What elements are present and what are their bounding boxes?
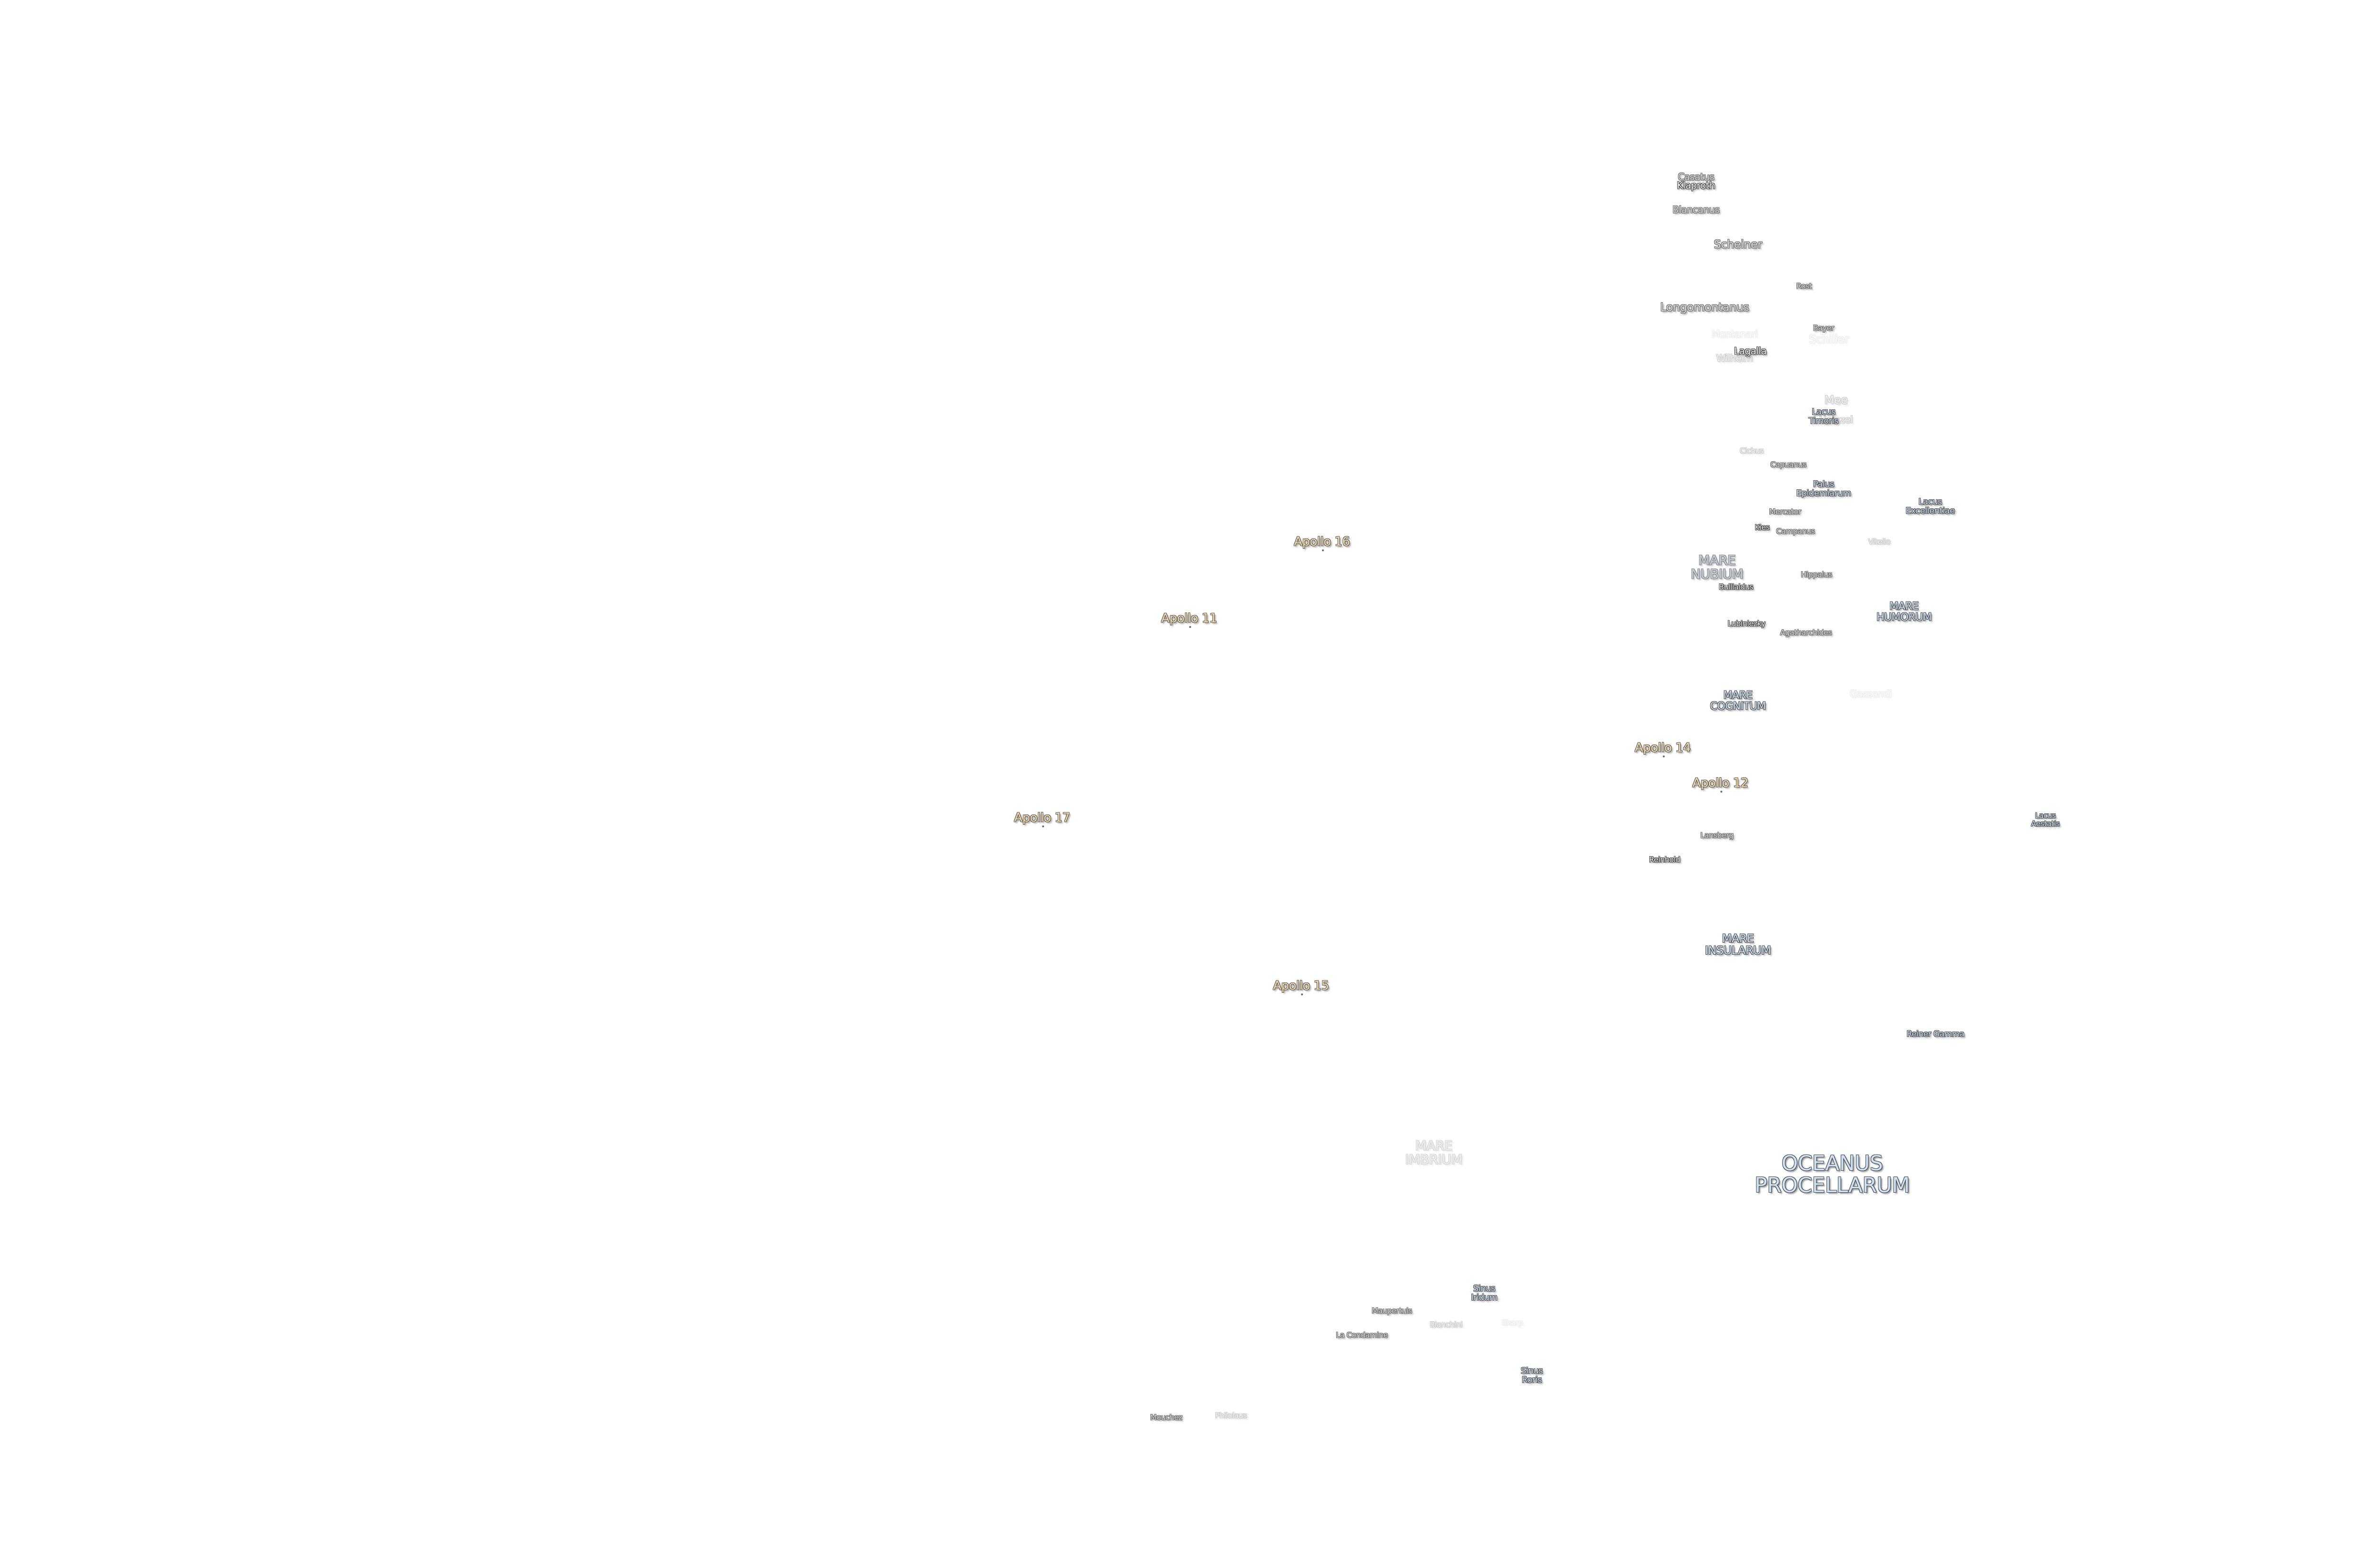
label-vitello: Vitello (1868, 537, 1891, 546)
label-kies: Kies (1755, 523, 1770, 532)
label-bayer: Bayer (1813, 323, 1835, 333)
label-mare-insularum: MARE INSULARUM (1705, 931, 1771, 957)
landing-site-apollo-11: Apollo 11 (1161, 611, 1217, 629)
label-sharp: Sharp (1501, 1318, 1523, 1327)
label-heinzel: Heinzel (1819, 414, 1853, 425)
label-capuanus: Capuanus (1770, 460, 1806, 469)
landing-site-apollo-16: Apollo 16 (1294, 534, 1350, 552)
label-klaproth: Klaproth (1676, 179, 1716, 191)
label-scheiner: Scheiner (1714, 237, 1762, 251)
label-lacus-excellentiae: Lacus Excellentiae (1905, 497, 1955, 516)
label-hippalus: Hippalus (1801, 570, 1832, 579)
label-schiller: Schiller (1808, 332, 1849, 346)
label-campanus: Campanus (1776, 526, 1815, 536)
label-agatharchides: Agatharchides (1780, 628, 1832, 637)
label-casatus: Casatus (1677, 171, 1715, 183)
label-bullialdus: Bullialdus (1718, 582, 1754, 592)
label-philolaus: Philolaus (1215, 1411, 1247, 1420)
label-mare-cognitum: MARE COGNITUM (1710, 689, 1766, 712)
landing-site-apollo-15: Apollo 15 (1273, 979, 1329, 996)
label-lacus-aestatis: Lacus Aestatis (2031, 811, 2060, 828)
label-gassendi: Gassendi (1850, 688, 1892, 700)
label-oceanus-procellarum: OCEANUS PROCELLARUM (1755, 1151, 1910, 1197)
label-montanari: Montanari (1711, 328, 1758, 340)
label-mare-humorum: MARE HUMORUM (1876, 600, 1932, 623)
label-blancanus: Blancanus (1672, 204, 1720, 216)
label-mercator: Mercator (1769, 507, 1801, 516)
landing-site-apollo-12: Apollo 12 (1692, 776, 1748, 793)
landing-site-apollo-17: Apollo 17 (1014, 811, 1070, 828)
label-maupertuis: Maupertuis (1371, 1306, 1412, 1315)
label-rost: Rost (1796, 281, 1812, 291)
label-wilhelm: Wilhelm (1716, 352, 1753, 364)
label-palus-epidemiarum: Palus Epidemiarum (1796, 479, 1851, 498)
label-reiner-gamma: Reiner Gamma (1906, 1029, 1965, 1039)
label-mare-imbrium: MARE IMBRIUM (1405, 1137, 1463, 1167)
label-longomontanus: Longomontanus (1660, 300, 1749, 314)
label-lubiniezky: Lubiniezky (1727, 619, 1765, 628)
label-lagalla: Lagalla (1734, 345, 1767, 357)
label-mee: Mee (1824, 393, 1848, 407)
label-la-condamine: La Condamine (1336, 1330, 1388, 1340)
label-reinhold: Reinhold (1649, 855, 1680, 864)
label-mare-nubium: MARE NUBIUM (1690, 552, 1744, 582)
label-mouchez: Mouchez (1150, 1413, 1182, 1422)
label-lansberg: Lansberg (1700, 830, 1734, 840)
label-cichus: Cichus (1739, 446, 1764, 455)
label-sinus-iridum: Sinus Iridum (1471, 1284, 1497, 1303)
landing-site-apollo-14: Apollo 14 (1635, 741, 1691, 758)
label-lacus-timoris: Lacus Timoris (1808, 407, 1839, 426)
label-bianchini: Bianchini (1429, 1320, 1463, 1329)
label-sinus-roris: Sinus Roris (1520, 1366, 1543, 1385)
